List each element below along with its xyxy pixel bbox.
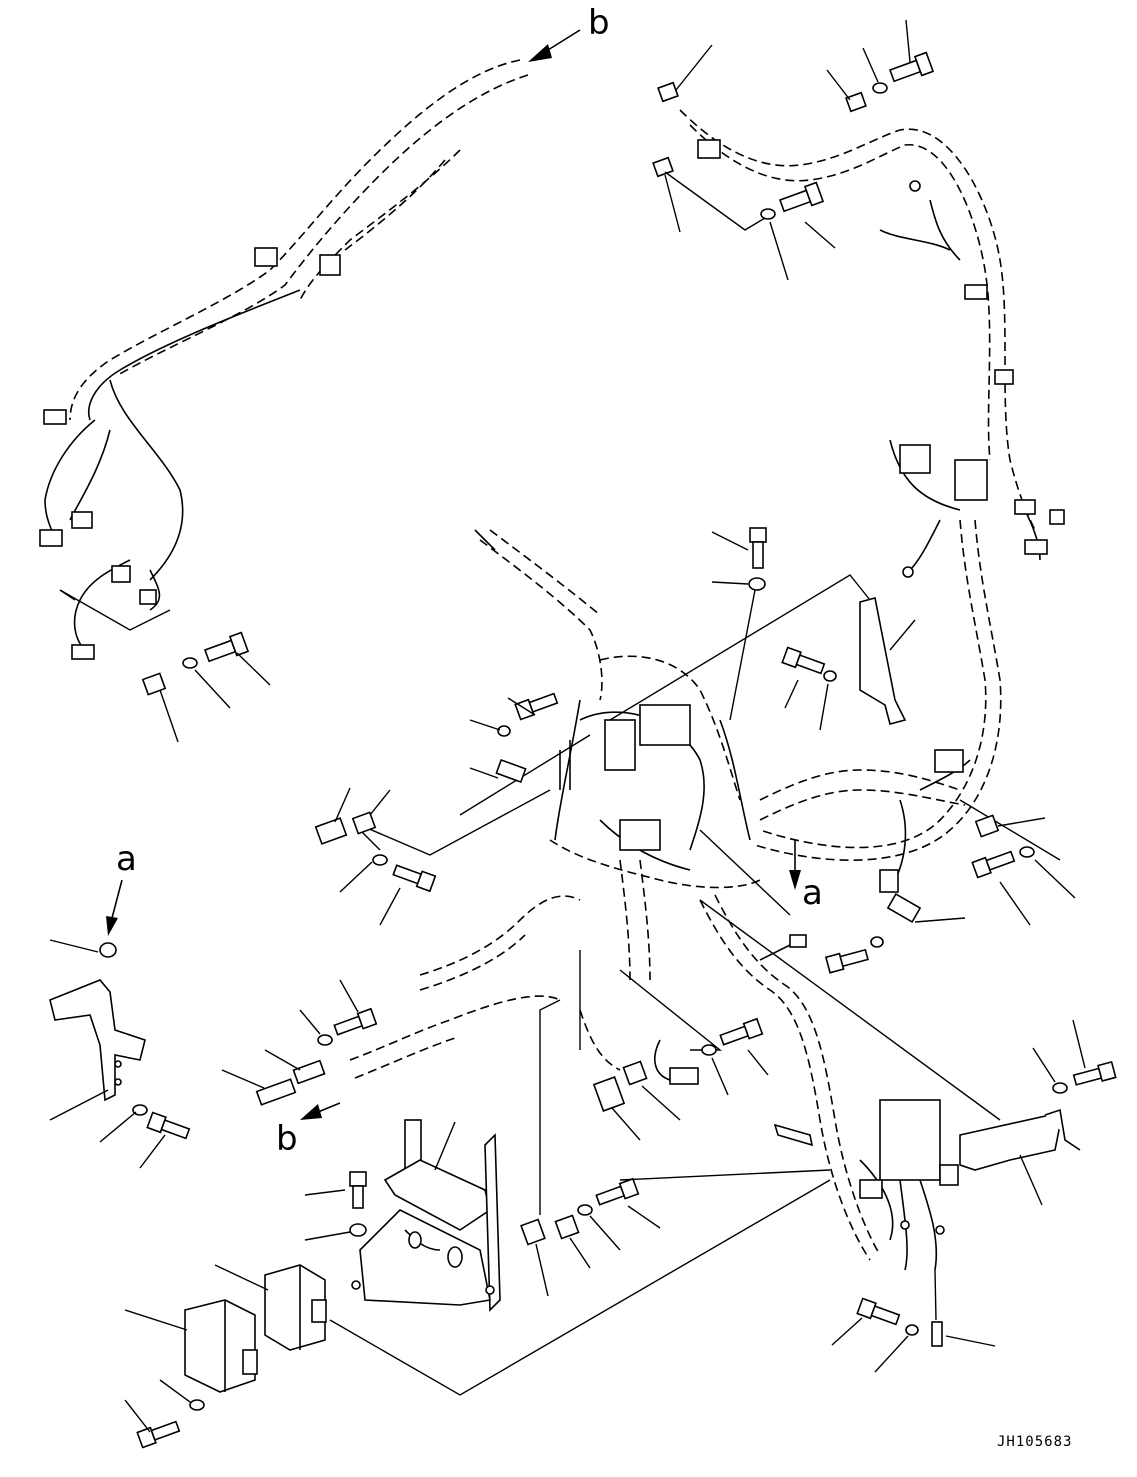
assembly-leader-lines (329, 574, 1061, 1396)
right-upper-harness (652, 19, 1065, 861)
view-a-center-label: a (802, 873, 823, 913)
left-bracket-assembly: a (49, 839, 191, 1169)
controller-units (124, 1264, 327, 1449)
view-b-bottom-label: b (276, 1119, 298, 1159)
right-lower-cluster (773, 1019, 1117, 1373)
view-a-center-arrow: a (789, 840, 823, 913)
drawing-code: JH105683 (997, 1434, 1072, 1450)
central-fasteners (314, 527, 1076, 974)
view-b-top-arrow: b (528, 3, 610, 62)
view-a-left-label: a (116, 839, 137, 879)
central-harness (349, 529, 971, 1261)
controller-mount-bracket (304, 1119, 501, 1312)
view-b-top-label: b (588, 3, 610, 43)
bottom-center-fasteners (520, 1017, 769, 1297)
left-upper-harness (39, 59, 529, 743)
left-lower-fasteners: b (221, 979, 378, 1159)
